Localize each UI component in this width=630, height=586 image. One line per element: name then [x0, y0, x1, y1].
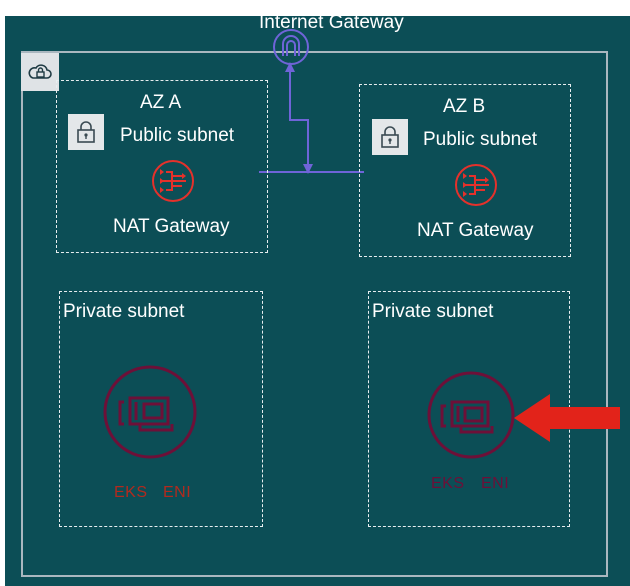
- nat-gateway-icon: [152, 160, 194, 202]
- eni-icon: [103, 365, 197, 459]
- lock-icon: [372, 119, 408, 155]
- eni-label-eks: EKS: [114, 484, 148, 501]
- az-b-private-subnet-label: Private subnet: [372, 301, 494, 322]
- eni-icon: [427, 371, 515, 459]
- vpc-boundary: [21, 51, 608, 577]
- eni-label-eni: ENI: [481, 475, 510, 492]
- az-a-nat-label: NAT Gateway: [113, 216, 230, 237]
- az-a-private-subnet: [59, 291, 263, 527]
- az-a-public-subnet-label: Public subnet: [120, 125, 235, 146]
- internet-gateway-label: Internet Gateway: [259, 12, 404, 33]
- az-b-nat-label: NAT Gateway: [417, 220, 534, 241]
- az-a-label: AZ A: [140, 92, 182, 113]
- eni-label-eni: ENI: [163, 484, 192, 501]
- az-a-private-subnet-label: Private subnet: [63, 301, 185, 322]
- az-b-label: AZ B: [443, 96, 486, 117]
- cloud-lock-icon: [21, 53, 59, 91]
- nat-gateway-icon: [455, 164, 497, 206]
- red-arrow-icon: [514, 394, 620, 442]
- az-b-public-subnet-label: Public subnet: [423, 129, 538, 150]
- lock-icon: [68, 114, 104, 150]
- eni-label-eks: EKS: [431, 475, 465, 492]
- az-b-public-subnet: [359, 84, 571, 257]
- az-a-public-subnet: [56, 80, 268, 253]
- internet-gateway-icon: [273, 29, 309, 65]
- vpc-background: [5, 16, 630, 586]
